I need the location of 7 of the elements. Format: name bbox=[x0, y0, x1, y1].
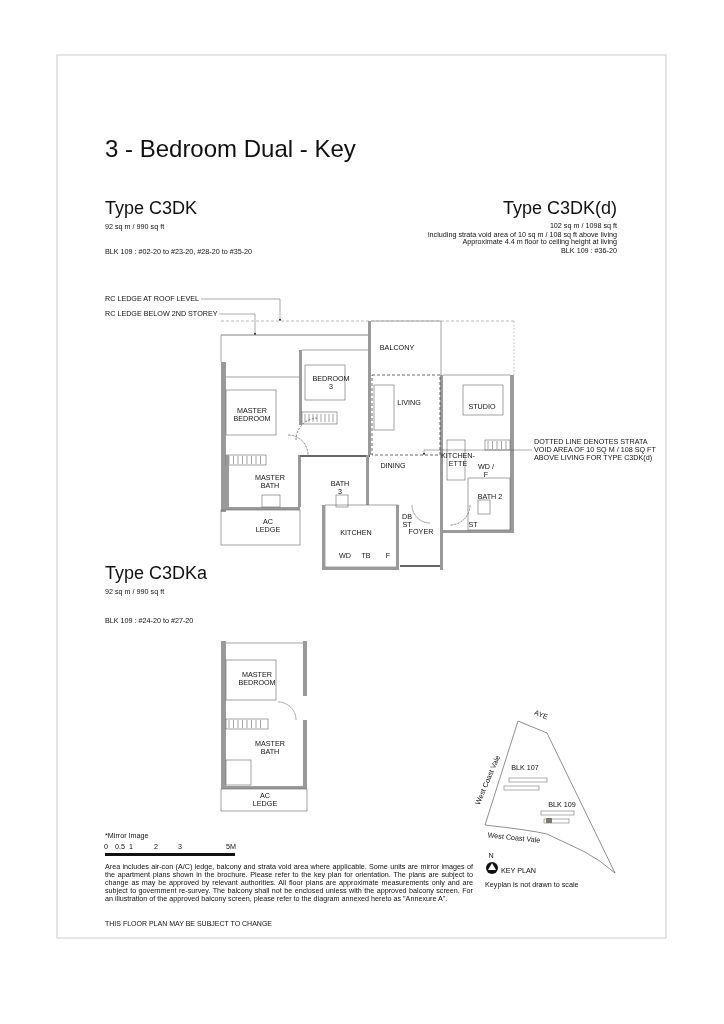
roof-ledge-line bbox=[220, 320, 515, 322]
unit-type-heading: Type C3DK bbox=[105, 199, 198, 219]
void-area-outline bbox=[371, 374, 441, 456]
unit-type-heading: Type C3DKa bbox=[105, 564, 208, 584]
diagram-title: 3 - Bedroom Dual - Key bbox=[105, 136, 356, 163]
unit-type-heading: Type C3DK(d) bbox=[502, 199, 617, 219]
ledge-line bbox=[220, 334, 369, 336]
